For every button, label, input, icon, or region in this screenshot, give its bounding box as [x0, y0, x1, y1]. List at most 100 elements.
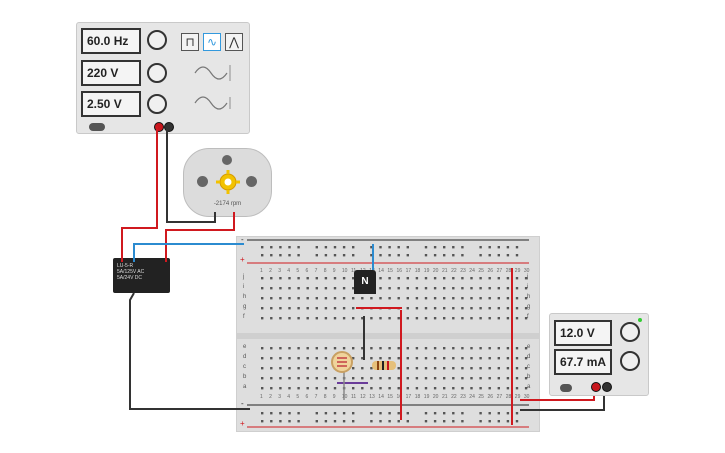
rail-hole[interactable]: [424, 412, 428, 415]
rail-hole[interactable]: [515, 420, 519, 423]
rail-hole[interactable]: [406, 254, 409, 257]
terminal-hole[interactable]: [470, 317, 473, 320]
terminal-hole[interactable]: [461, 287, 464, 290]
terminal-hole[interactable]: [342, 377, 346, 380]
output-negative-terminal[interactable]: [164, 122, 174, 132]
terminal-hole[interactable]: [324, 357, 328, 360]
terminal-hole[interactable]: [324, 377, 328, 380]
terminal-hole[interactable]: [324, 297, 328, 300]
terminal-hole[interactable]: [342, 287, 346, 290]
rail-hole[interactable]: [333, 420, 337, 423]
npn-transistor[interactable]: N: [354, 270, 376, 294]
terminal-hole[interactable]: [370, 317, 373, 320]
terminal-hole[interactable]: [461, 307, 464, 310]
terminal-hole[interactable]: [388, 307, 391, 310]
terminal-hole[interactable]: [306, 287, 309, 290]
terminal-hole[interactable]: [424, 387, 428, 390]
terminal-hole[interactable]: [433, 307, 437, 310]
rail-hole[interactable]: [397, 246, 400, 249]
terminal-hole[interactable]: [261, 387, 264, 390]
dc-motor[interactable]: -2174 rpm: [183, 148, 272, 217]
rail-hole[interactable]: [324, 420, 328, 423]
terminal-hole[interactable]: [424, 357, 428, 360]
rail-hole[interactable]: [433, 412, 437, 415]
terminal-hole[interactable]: [406, 347, 409, 350]
terminal-hole[interactable]: [361, 307, 364, 310]
terminal-hole[interactable]: [270, 307, 273, 310]
terminal-hole[interactable]: [433, 387, 437, 390]
terminal-hole[interactable]: [415, 287, 419, 290]
terminal-hole[interactable]: [306, 357, 309, 360]
terminal-hole[interactable]: [324, 367, 328, 370]
rail-hole[interactable]: [342, 246, 346, 249]
rail-hole[interactable]: [288, 254, 291, 257]
terminal-hole[interactable]: [479, 357, 482, 360]
terminal-hole[interactable]: [315, 307, 318, 310]
terminal-hole[interactable]: [261, 277, 264, 280]
terminal-hole[interactable]: [370, 387, 373, 390]
terminal-hole[interactable]: [506, 367, 510, 370]
terminal-hole[interactable]: [452, 347, 455, 350]
rail-hole[interactable]: [342, 420, 346, 423]
terminal-hole[interactable]: [297, 277, 300, 280]
rail-hole[interactable]: [461, 412, 464, 415]
terminal-hole[interactable]: [388, 277, 391, 280]
voltage-knob[interactable]: [620, 322, 640, 342]
rail-hole[interactable]: [379, 246, 382, 249]
terminal-hole[interactable]: [497, 297, 500, 300]
terminal-hole[interactable]: [515, 387, 519, 390]
terminal-hole[interactable]: [270, 377, 273, 380]
terminal-hole[interactable]: [488, 357, 491, 360]
terminal-hole[interactable]: [488, 387, 491, 390]
rail-hole[interactable]: [279, 412, 282, 415]
terminal-hole[interactable]: [270, 347, 273, 350]
terminal-hole[interactable]: [379, 277, 382, 280]
terminal-hole[interactable]: [297, 347, 300, 350]
rail-hole[interactable]: [433, 420, 437, 423]
terminal-hole[interactable]: [315, 387, 318, 390]
terminal-hole[interactable]: [379, 347, 382, 350]
terminal-hole[interactable]: [515, 347, 519, 350]
terminal-hole[interactable]: [524, 367, 528, 370]
rail-hole[interactable]: [342, 412, 346, 415]
terminal-hole[interactable]: [324, 317, 328, 320]
terminal-hole[interactable]: [488, 347, 491, 350]
terminal-hole[interactable]: [424, 297, 428, 300]
rail-hole[interactable]: [288, 412, 291, 415]
terminal-hole[interactable]: [288, 347, 291, 350]
terminal-hole[interactable]: [288, 387, 291, 390]
terminal-hole[interactable]: [424, 277, 428, 280]
terminal-hole[interactable]: [506, 277, 510, 280]
rail-hole[interactable]: [315, 254, 318, 257]
terminal-hole[interactable]: [524, 317, 528, 320]
rail-hole[interactable]: [261, 246, 264, 249]
rail-hole[interactable]: [370, 246, 373, 249]
terminal-hole[interactable]: [497, 317, 500, 320]
rail-hole[interactable]: [370, 254, 373, 257]
rail-hole[interactable]: [397, 420, 400, 423]
terminal-hole[interactable]: [370, 377, 373, 380]
rail-hole[interactable]: [279, 254, 282, 257]
terminal-hole[interactable]: [270, 387, 273, 390]
rail-hole[interactable]: [352, 412, 355, 415]
rail-hole[interactable]: [288, 246, 291, 249]
power-switch[interactable]: [89, 123, 105, 131]
terminal-hole[interactable]: [443, 367, 446, 370]
rail-hole[interactable]: [379, 254, 382, 257]
rail-hole[interactable]: [388, 420, 391, 423]
terminal-hole[interactable]: [524, 297, 528, 300]
terminal-hole[interactable]: [342, 307, 346, 310]
terminal-hole[interactable]: [424, 287, 428, 290]
terminal-hole[interactable]: [370, 357, 373, 360]
terminal-hole[interactable]: [397, 297, 400, 300]
terminal-hole[interactable]: [279, 367, 282, 370]
terminal-hole[interactable]: [306, 367, 309, 370]
rail-hole[interactable]: [352, 420, 355, 423]
terminal-hole[interactable]: [443, 387, 446, 390]
rail-hole[interactable]: [506, 420, 510, 423]
terminal-hole[interactable]: [397, 287, 400, 290]
rail-hole[interactable]: [433, 254, 437, 257]
terminal-hole[interactable]: [352, 377, 355, 380]
rail-hole[interactable]: [288, 420, 291, 423]
terminal-hole[interactable]: [261, 297, 264, 300]
